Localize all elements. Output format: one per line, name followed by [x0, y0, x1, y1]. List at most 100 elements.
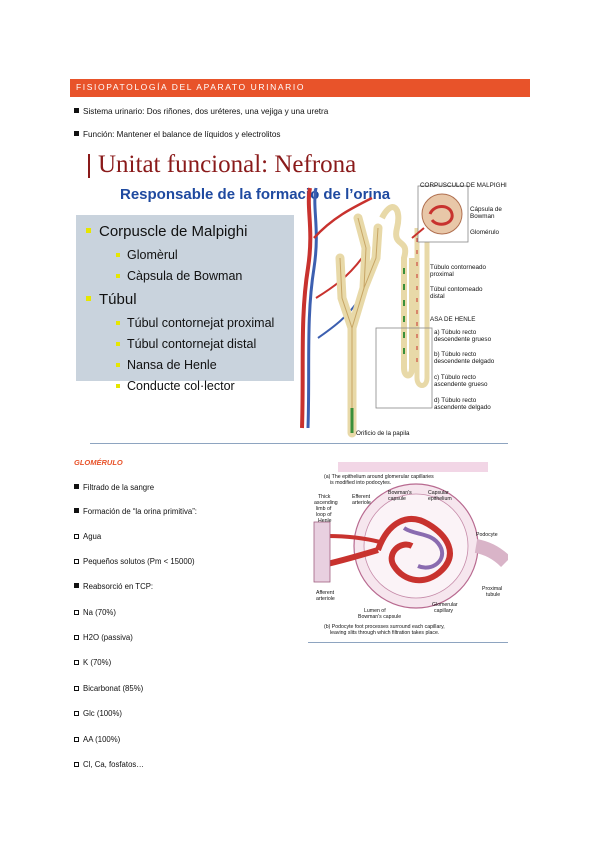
glomerulo-line: Agua: [74, 532, 101, 541]
glomerulo-line-text: K (70%): [83, 658, 112, 667]
checkbox-bullet-icon: [74, 686, 79, 691]
nephron-drawing: [300, 185, 469, 438]
figure-label: Proximal: [482, 586, 503, 592]
figure-label: CORPUSCULO DE MALPIGHI: [420, 182, 507, 189]
figure-label: arteriole: [352, 500, 371, 506]
figure-label: b) Túbulo recto: [434, 351, 477, 358]
intro-line: Función: Mantener el balance de líquidos…: [74, 130, 281, 139]
bullet-icon: [116, 253, 120, 257]
figure-label: Henle: [318, 518, 332, 524]
glomerulo-line: Filtrado de la sangre: [74, 483, 154, 492]
checkbox-bullet-icon: [74, 737, 79, 742]
figure-label: Bowman's: [388, 490, 412, 496]
slide-item-text: Corpuscle de Malpighi: [99, 223, 248, 240]
figure-label: ascendente grueso: [434, 381, 488, 388]
intro-text: Sistema urinario: Dos riñones, dos uréte…: [83, 107, 329, 116]
figure-label: is modified into podocytes.: [330, 480, 392, 486]
glomerulo-line: H2O (passiva): [74, 633, 133, 642]
figure-label: Lumen of: [364, 608, 386, 614]
glomerulo-line: AA (100%): [74, 735, 120, 744]
checkbox-bullet-icon: [74, 559, 79, 564]
glomerulo-line-text: Na (70%): [83, 608, 116, 617]
slide-item: Glomèrul: [116, 248, 178, 262]
slide-item: Nansa de Henle: [116, 358, 217, 372]
figure-label: leaving slits through which filtration t…: [330, 630, 440, 636]
figure-label: epithelium: [428, 496, 452, 502]
slide-item-text: Túbul: [99, 291, 137, 308]
figure-label: (a) The epithelium around glomerular cap…: [324, 474, 434, 480]
slide-item: Conducte col·lector: [116, 379, 235, 393]
figure-label: proximal: [430, 271, 454, 278]
glomerulo-line: Glc (100%): [74, 709, 122, 718]
glomerulo-line-text: Agua: [83, 532, 102, 541]
bullet-icon: [116, 363, 120, 367]
glomerulo-line: Pequeños solutos (Pm < 15000): [74, 557, 195, 566]
section-divider: [90, 443, 508, 444]
figure-label: ASA DE HENLE: [430, 316, 476, 323]
slide-item: Càpsula de Bowman: [116, 269, 242, 283]
glomerulo-line-text: Filtrado de la sangre: [83, 483, 155, 492]
bullet-icon: [116, 274, 120, 278]
slide-item: Túbul contornejat distal: [116, 337, 256, 351]
title-accent-bar: [88, 154, 90, 178]
glomerulo-line-text: Bicarbonat (85%): [83, 684, 144, 693]
checkbox-bullet-icon: [74, 534, 79, 539]
glomerulo-line-text: Reabsorció en TCP:: [83, 582, 154, 591]
slide-item-text: Túbul contornejat proximal: [127, 316, 275, 330]
slide-bullet-box: Corpuscle de Malpighi Glomèrul Càpsula d…: [76, 215, 294, 393]
figure-label: descendente grueso: [434, 336, 492, 343]
bullet-icon: [86, 296, 91, 301]
slide-title: Unitat funcional: Nefrona: [98, 151, 357, 178]
glomerulo-title: GLOMÉRULO: [74, 458, 123, 467]
glomerulo-line: Cl, Ca, fosfatos…: [74, 760, 144, 769]
bullet-icon: [86, 228, 91, 233]
figure-label: Túbulo contorneado: [430, 264, 487, 271]
checkbox-bullet-icon: [74, 635, 79, 640]
checkbox-bullet-icon: [74, 762, 79, 767]
glomerulo-line-text: H2O (passiva): [83, 633, 133, 642]
glomerulus-drawing: [313, 462, 511, 609]
intro-text: Función: Mantener el balance de líquidos…: [83, 130, 281, 139]
figure-label: a) Túbulo recto: [434, 329, 477, 336]
glomerulo-line-text: Formación de “la orina primitiva”:: [83, 507, 197, 516]
figure-label: Cápsula de: [470, 206, 502, 213]
glomerulo-line: Reabsorció en TCP:: [74, 582, 153, 591]
figure-label: distal: [430, 293, 445, 300]
figure-label: capsule: [388, 496, 406, 502]
figure-label: Bowman's capsule: [358, 614, 402, 620]
slide-item-text: Nansa de Henle: [127, 358, 217, 372]
figure-label: Orificio de la papila: [356, 430, 410, 437]
figure-label: Capsular: [428, 490, 449, 496]
figure-label: descendente delgado: [434, 358, 495, 365]
figure-label: loop of: [316, 512, 332, 518]
checkbox-bullet-icon: [74, 610, 79, 615]
figure-label: capillary: [434, 608, 454, 614]
intro-line: Sistema urinario: Dos riñones, dos uréte…: [74, 107, 328, 116]
figure-label: Afferent: [316, 590, 335, 596]
figure-divider: [308, 642, 508, 643]
figure-label: arteriole: [316, 596, 335, 602]
bullet-icon: [116, 342, 120, 346]
slide-item-text: Càpsula de Bowman: [127, 269, 243, 283]
slide-item: Túbul contornejat proximal: [116, 316, 274, 330]
section-header-title: FISIOPATOLOGÍA DEL APARATO URINARIO: [76, 82, 306, 92]
glomerulus-illustration: (a) The epithelium around glomerular cap…: [308, 462, 511, 640]
glomerulo-line: Na (70%): [74, 608, 116, 617]
figure-label: Glomérulo: [470, 229, 500, 236]
figure-label: limb of: [316, 506, 332, 512]
figure-label: d) Túbulo recto: [434, 397, 477, 404]
glomerulo-line-text: Pequeños solutos (Pm < 15000): [83, 557, 195, 566]
glomerulo-line-text: Cl, Ca, fosfatos…: [83, 760, 145, 769]
square-bullet-icon: [74, 583, 79, 588]
figure-label: Túbul contorneado: [430, 286, 483, 293]
checkbox-bullet-icon: [74, 660, 79, 665]
glomerulo-line: Formación de “la orina primitiva”:: [74, 507, 197, 516]
figure-label: Bowman: [470, 213, 495, 220]
glomerulo-line: Bicarbonat (85%): [74, 684, 143, 693]
figure-label: (b) Podocyte foot processes surround eac…: [324, 624, 445, 630]
slide-item-text: Túbul contornejat distal: [127, 337, 257, 351]
slide-item: Túbul: [86, 291, 137, 308]
figure-label: Thick: [318, 494, 331, 500]
figure-label: ascending: [314, 500, 338, 506]
glomerulo-line: K (70%): [74, 658, 111, 667]
